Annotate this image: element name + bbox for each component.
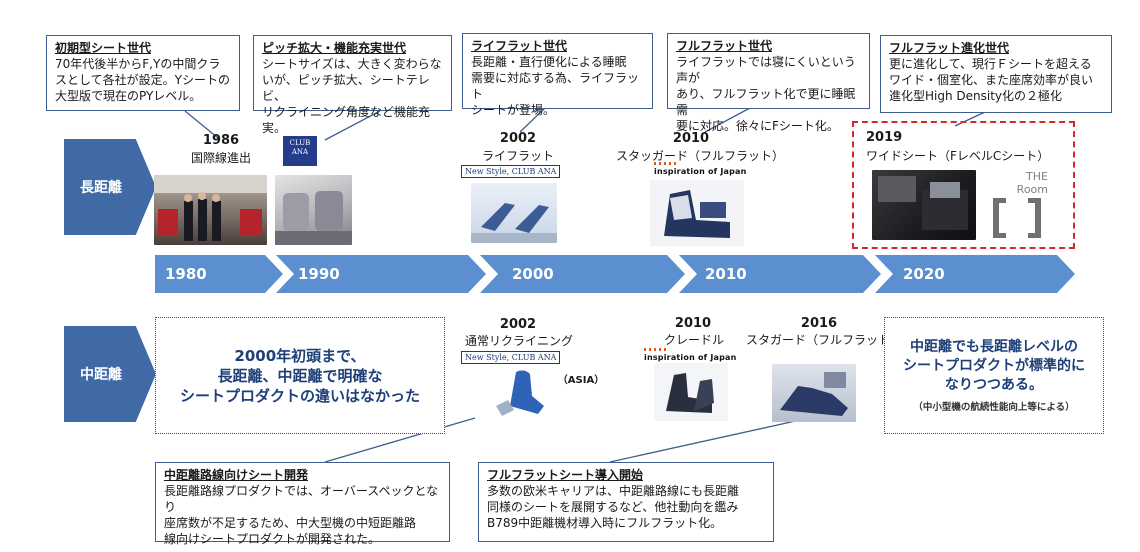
- callout-body: 更に進化して、現行Ｆシートを超える ワイド・個室化、また座席効率が良い 進化型H…: [889, 56, 1103, 104]
- era-label: 2000: [502, 265, 554, 283]
- callout-body: 長距離・直行便化による睡眠 需要に対応する為、ライフラット シートが登場。: [471, 54, 644, 118]
- callout-title: フルフラット進化世代: [889, 40, 1103, 56]
- callout-full-flat-evolution: フルフラット進化世代 更に進化して、現行Ｆシートを超える ワイド・個室化、また座…: [880, 35, 1112, 113]
- caption-1986: 国際線進出: [186, 149, 256, 166]
- year-2019: 2019: [866, 130, 912, 145]
- callout-title: ピッチ拡大・機能充実世代: [262, 40, 443, 56]
- era-2000: 2000: [480, 255, 685, 293]
- callout-title: フルフラット世代: [676, 38, 861, 54]
- era-label: 2020: [897, 265, 945, 283]
- callout-title: 中距離路線向けシート開発: [164, 467, 441, 483]
- callout-body: ライフラットでは寝にくいという声が あり、フルフラット化で更に睡眠需 要に対応。…: [676, 54, 861, 134]
- the-room-logo: THE Room: [986, 170, 1056, 240]
- brand-inspiration-long: inspiration of Japan: [654, 167, 747, 176]
- caption-2002-long: ライフラット: [480, 147, 556, 164]
- era-label: 1990: [298, 265, 340, 283]
- era-1980: 1980: [155, 255, 283, 293]
- photo-2002-lie-flat: [471, 183, 557, 243]
- callout-body: 多数の欧米キャリアは、中距離路線にも長距離 同様のシートを展開するなど、他社動向…: [487, 483, 765, 531]
- club-ana-logo-text: CLUB ANA: [290, 139, 311, 156]
- note-asia: （ASIA）: [554, 371, 608, 386]
- photo-1980s-cabin: [154, 175, 267, 245]
- left-note-box: 2000年初頭まで、 長距離、中距離で明確な シートプロダクトの違いはなかった: [155, 317, 445, 434]
- photo-2010-staggered: [650, 180, 744, 246]
- year-2010-long: 2010: [668, 131, 714, 146]
- callout-title: ライフラット世代: [471, 38, 644, 54]
- year-2010-medium: 2010: [670, 316, 716, 331]
- year-2002-long: 2002: [495, 131, 541, 146]
- year-1986: 1986: [198, 133, 244, 148]
- era-label: 1980: [165, 265, 207, 283]
- category-label: 中距離: [80, 364, 122, 384]
- photo-2002-recliner: [488, 366, 552, 418]
- callout-full-flat-introduction: フルフラットシート導入開始 多数の欧米キャリアは、中距離路線にも長距離 同様のシ…: [478, 462, 774, 542]
- era-2010: 2010: [679, 255, 881, 293]
- photo-2019-room: [872, 170, 976, 240]
- callout-body: 70年代後半からF,Yの中間クラ スとして各社が設定。Yシートの 大型版で現在の…: [55, 56, 231, 104]
- caption-2010-medium: クレードル: [664, 331, 722, 348]
- caption-2010-long: スタッガード（フルフラット）: [616, 147, 766, 164]
- caption-2019: ワイドシート（FレベルCシート）: [866, 147, 1036, 164]
- callout-title: 初期型シート世代: [55, 40, 231, 56]
- brand-club-ana-medium: New Style, CLUB ANA: [461, 351, 560, 364]
- era-label: 2010: [701, 265, 747, 283]
- era-1990: 1990: [276, 255, 486, 293]
- photo-2010-cradle: [654, 363, 728, 421]
- year-2016: 2016: [796, 316, 842, 331]
- callout-body: シートサイズは、大きく変わらな いが、ピッチ拡大、シートテレビ、 リクライニング…: [262, 56, 443, 136]
- right-note-main: 中距離でも長距離レベルの シートプロダクトが標準的に なりつつある。: [903, 338, 1085, 395]
- club-ana-logo: CLUB ANA: [283, 136, 317, 166]
- photo-1990s-cabin: [275, 175, 352, 245]
- callout-medium-haul-seat: 中距離路線向けシート開発 長距離路線プロダクトでは、オーバースペックとなり 座席…: [155, 462, 450, 542]
- brand-inspiration-medium: inspiration of Japan: [644, 353, 737, 362]
- category-label: 長距離: [80, 177, 122, 197]
- connector-line: [610, 420, 800, 462]
- right-note-sub: （中小型機の航続性能向上等による）: [913, 399, 1074, 413]
- left-note-text: 2000年初頭まで、 長距離、中距離で明確な シートプロダクトの違いはなかった: [180, 346, 420, 406]
- callout-title: フルフラットシート導入開始: [487, 467, 765, 483]
- callout-lie-flat: ライフラット世代 長距離・直行便化による睡眠 需要に対応する為、ライフラット シ…: [462, 33, 653, 109]
- callout-pitch-expansion: ピッチ拡大・機能充実世代 シートサイズは、大きく変わらな いが、ピッチ拡大、シー…: [253, 35, 452, 111]
- caption-2016: スタガード（フルフラット）: [746, 331, 892, 348]
- photo-2016-staggered: [772, 364, 856, 422]
- the-room-logo-text: THE Room: [990, 170, 1048, 196]
- callout-early-seat: 初期型シート世代 70年代後半からF,Yの中間クラ スとして各社が設定。Yシート…: [46, 35, 240, 111]
- era-2020: 2020: [875, 255, 1075, 293]
- right-note-box: 中距離でも長距離レベルの シートプロダクトが標準的に なりつつある。 （中小型機…: [884, 317, 1104, 434]
- year-2002-medium: 2002: [495, 317, 541, 332]
- brand-club-ana-long: New Style, CLUB ANA: [461, 165, 560, 178]
- callout-full-flat: フルフラット世代 ライフラットでは寝にくいという声が あり、フルフラット化で更に…: [667, 33, 870, 109]
- caption-2002-medium: 通常リクライニング: [465, 332, 571, 349]
- callout-body: 長距離路線プロダクトでは、オーバースペックとなり 座席数が不足するため、中大型機…: [164, 483, 441, 547]
- the-room-bracket-icon: [992, 198, 1042, 238]
